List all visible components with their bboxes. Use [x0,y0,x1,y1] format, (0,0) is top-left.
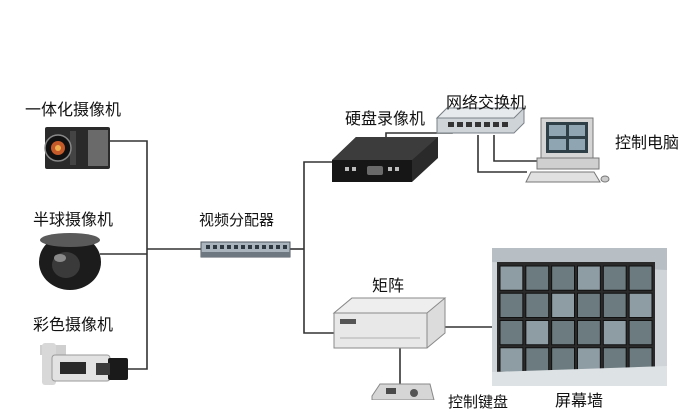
control-pc-device [525,117,610,183]
label-dvr: 硬盘录像机 [345,109,426,128]
video-wall-screen [499,347,524,373]
line-split-vertical [303,161,334,334]
video-wall-screen [602,292,627,318]
video-wall-device [492,248,667,386]
color-camera-device [40,343,128,385]
video-distributor-device [200,241,291,258]
video-wall-screen [577,347,601,373]
video-wall-screen [551,347,576,373]
label-control-keyboard: 控制键盘 [448,393,509,411]
video-wall-screen [628,320,653,346]
video-wall-screen [551,320,576,346]
matrix-device [332,297,447,349]
line-camera-bus [108,140,148,370]
video-wall-screen [577,292,601,318]
dvr-device [332,137,438,182]
surveillance-system-diagram [39,107,667,400]
video-wall-screen [551,265,576,291]
label-dome-camera: 半球摄像机 [33,210,114,229]
video-wall-screen [602,320,627,346]
video-wall-screen [525,292,550,318]
video-wall-screen [499,265,524,291]
video-wall-screen [628,265,653,291]
dome-camera-device [39,233,101,290]
connection-lines [100,128,541,384]
video-wall-screen [551,292,576,318]
video-wall-screen [499,292,524,318]
line-switch-to-pc [477,135,527,173]
label-video-distributor: 视频分配器 [199,211,275,229]
label-network-switch: 网络交换机 [446,93,527,112]
label-control-pc: 控制电脑 [615,133,680,152]
video-wall-screen [499,320,524,346]
video-wall-screen [577,320,601,346]
integrated-camera-device [44,127,110,169]
video-wall-screen [525,320,550,346]
label-matrix: 矩阵 [372,276,405,295]
video-wall-screen [525,347,550,373]
video-wall-screen [525,265,550,291]
label-color-camera: 彩色摄像机 [33,315,114,334]
video-wall-screen [577,265,601,291]
video-wall-screens [499,265,653,373]
label-video-wall: 屏幕墙 [555,391,604,410]
video-wall-screen [628,292,653,318]
label-integrated-camera: 一体化摄像机 [25,100,122,119]
control-keyboard-device [371,383,435,400]
video-wall-screen [602,265,627,291]
line-switch-to-pc-2 [493,135,541,162]
network-switch-device [435,107,526,134]
